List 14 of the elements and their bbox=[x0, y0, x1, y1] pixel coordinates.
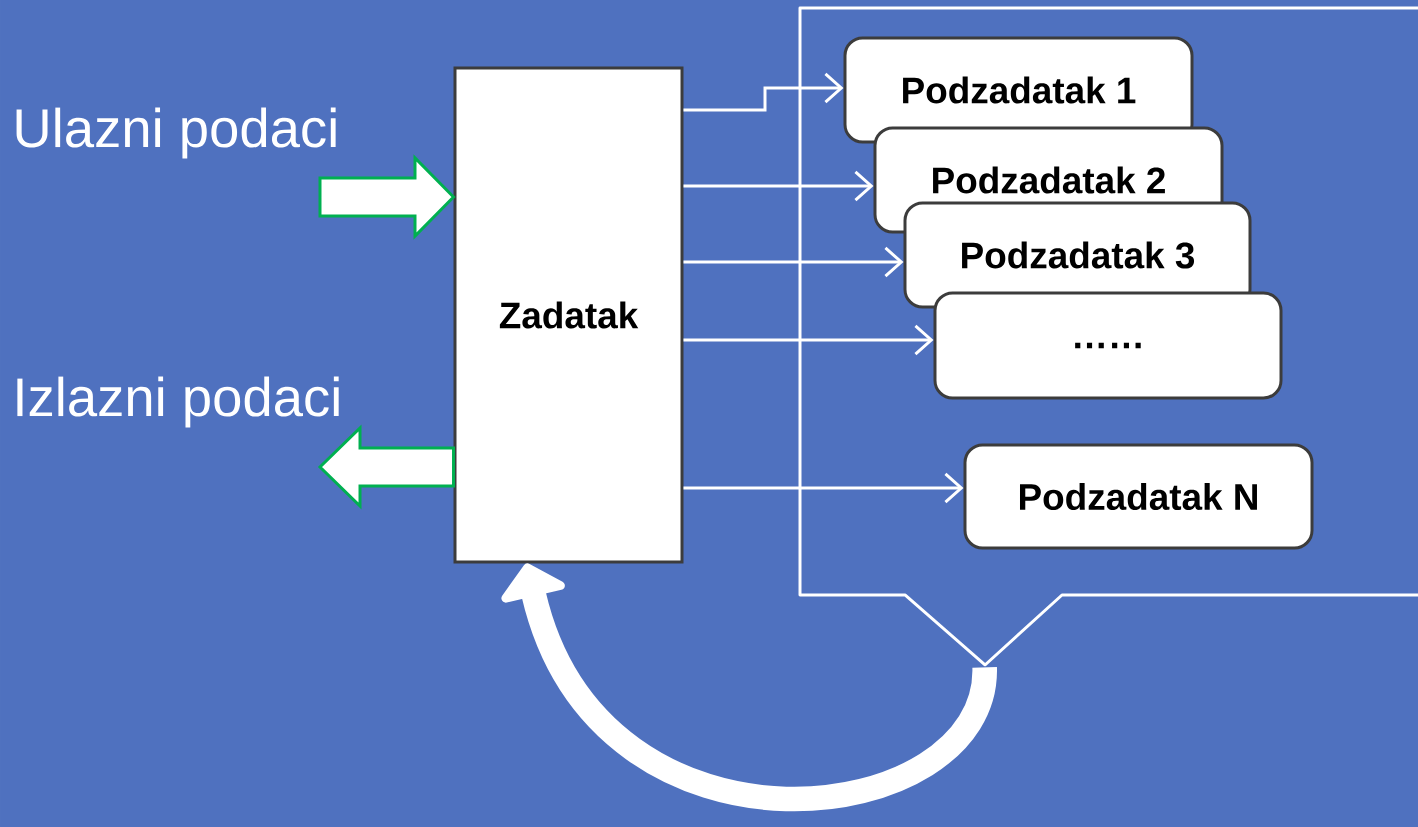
side-label: Ulazni podaci bbox=[16, 107, 336, 159]
arrow bbox=[683, 324, 934, 356]
block-arrow bbox=[318, 154, 456, 240]
callout-box bbox=[798, 6, 1418, 667]
subtask-box: …… bbox=[933, 291, 1283, 400]
arrow bbox=[683, 170, 874, 202]
arrow bbox=[683, 72, 844, 112]
task-box: Zadatak bbox=[453, 66, 684, 564]
side-label: Izlazni podaci bbox=[17, 376, 339, 428]
subtask-box: Podzadatak N bbox=[963, 443, 1314, 550]
curved-arrow bbox=[501, 563, 997, 812]
block-arrow bbox=[317, 424, 455, 510]
arrow bbox=[683, 246, 904, 278]
arrow bbox=[683, 472, 964, 504]
